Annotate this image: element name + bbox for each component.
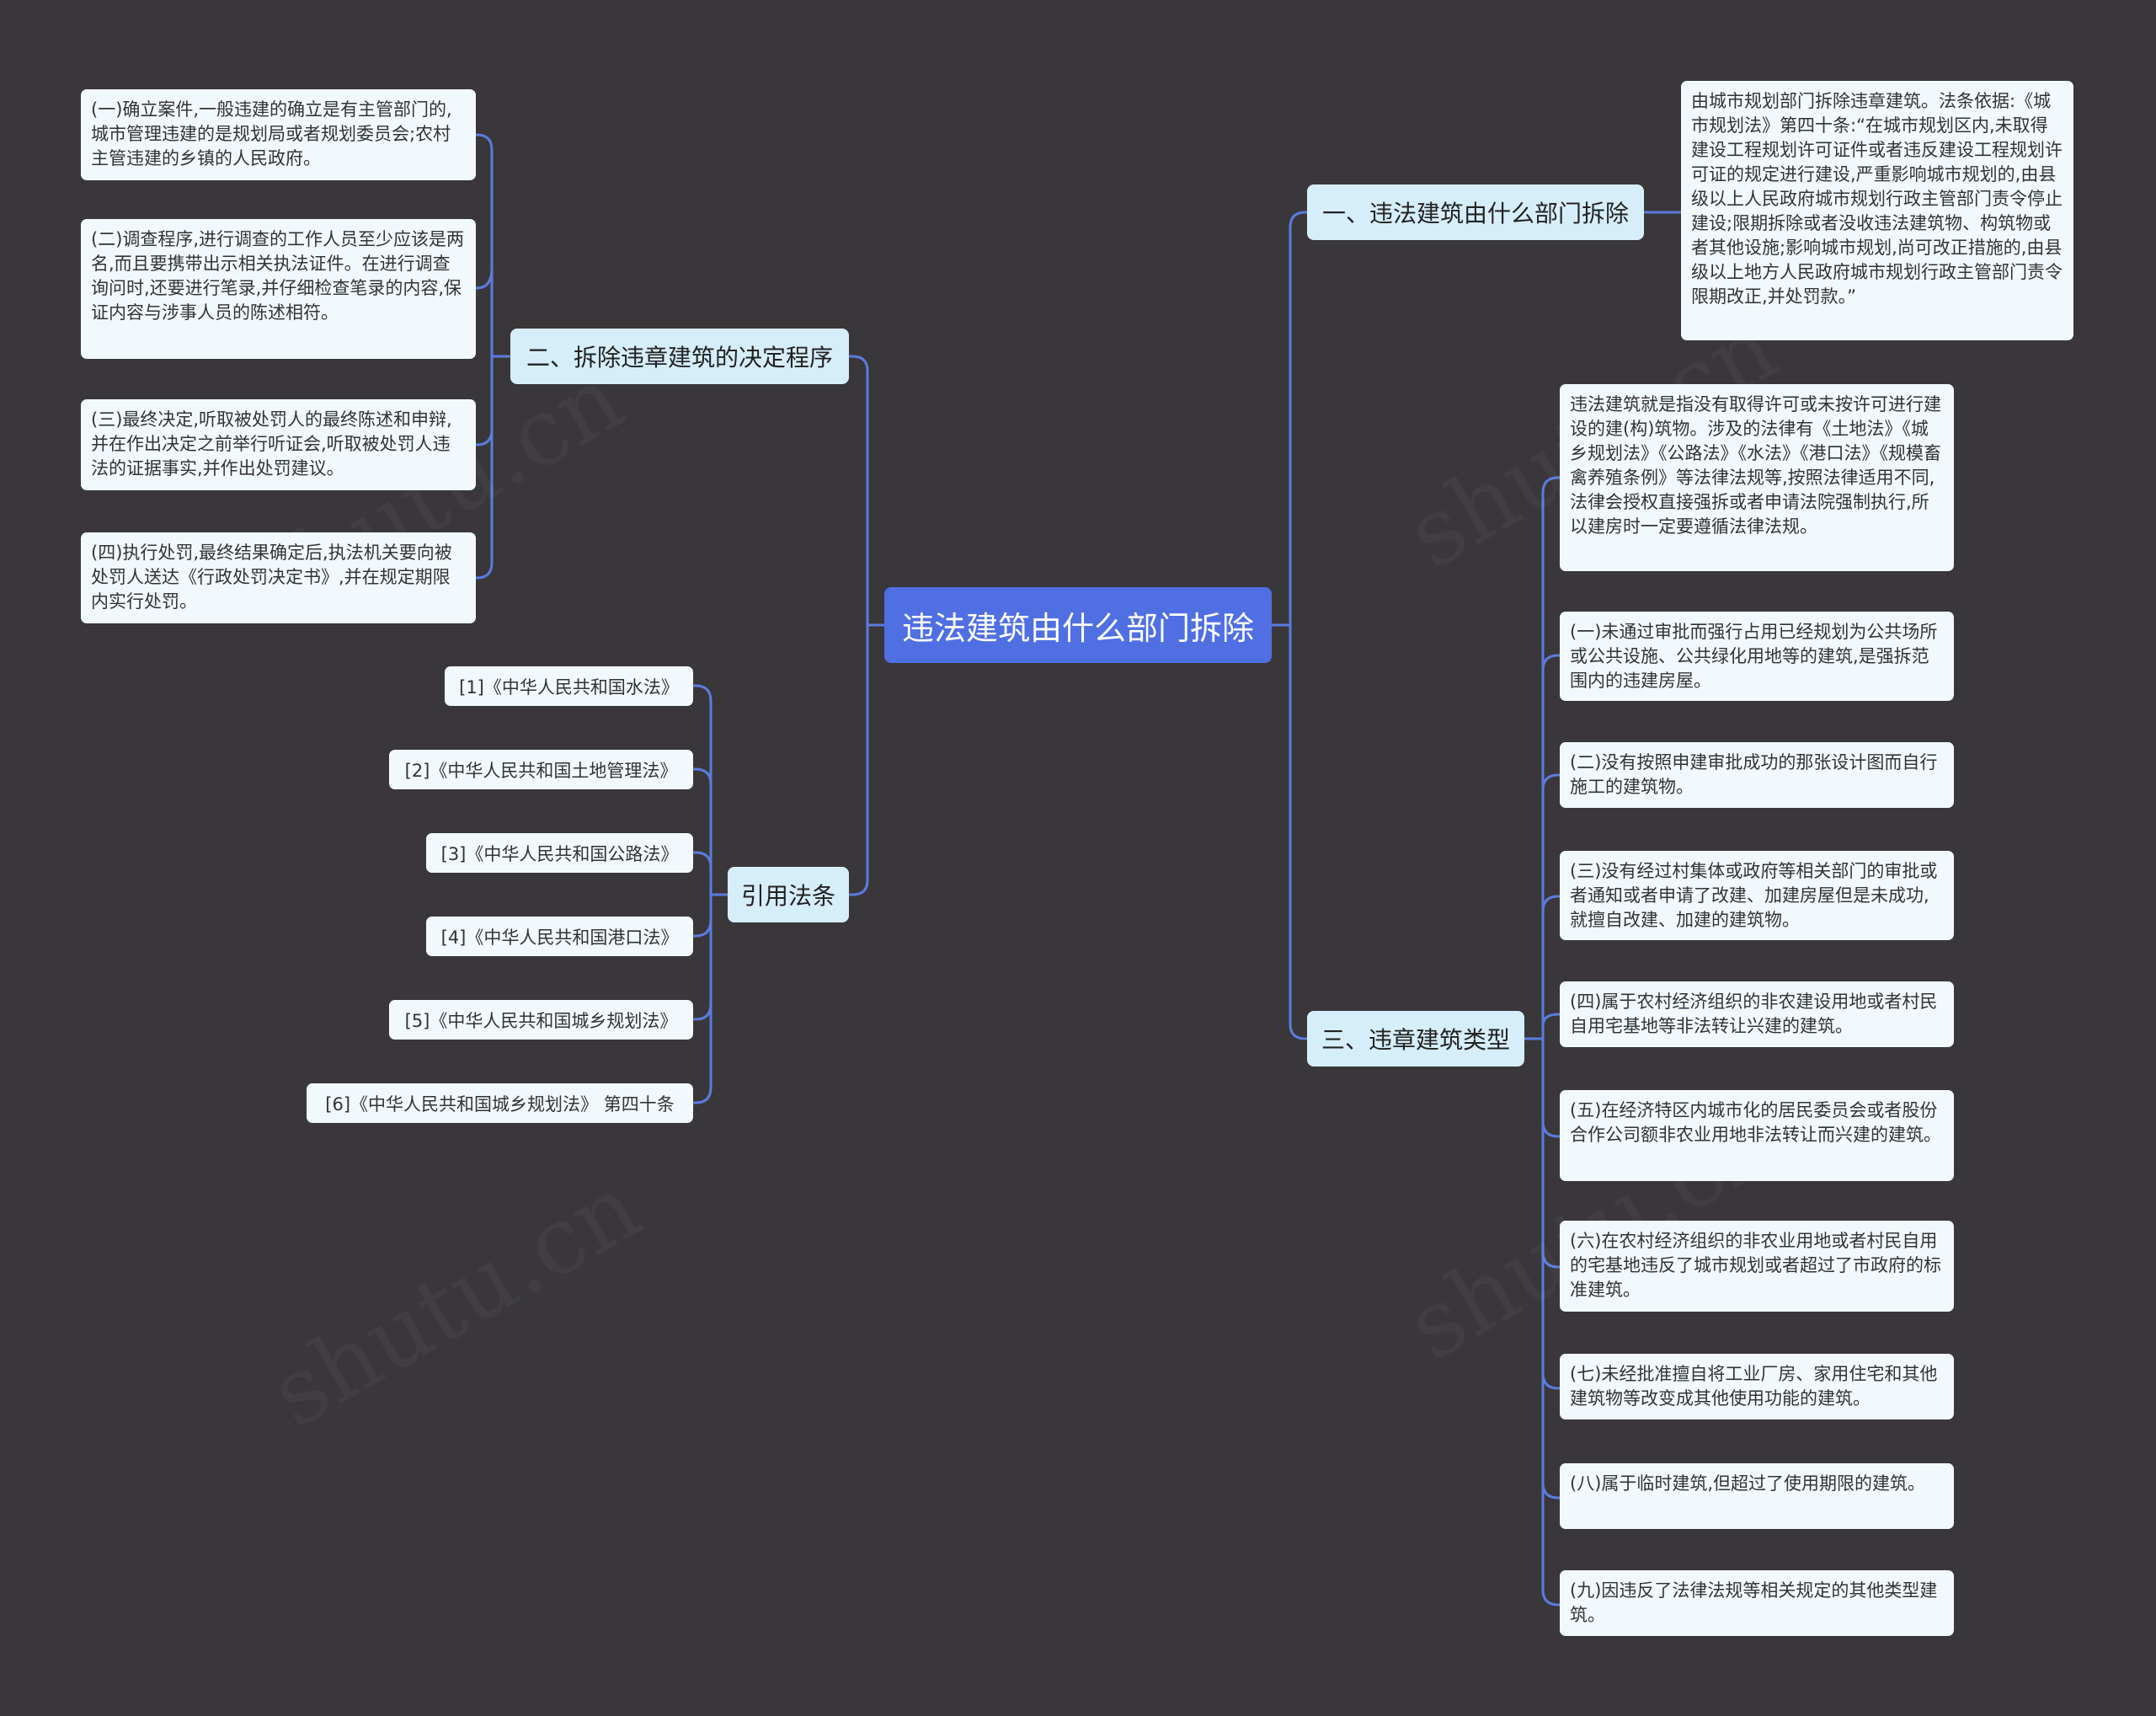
type-3[interactable]: (三)没有经过村集体或政府等相关部门的审批或者通知或者申请了改建、加建房屋但是未… [1560, 851, 1954, 940]
law-basis-note[interactable]: 由城市规划部门拆除违章建筑。法条依据:《城市规划法》第四十条:“在城市规划区内,… [1681, 81, 2073, 340]
type-1[interactable]: (一)未通过审批而强行占用已经规划为公共场所或公共设施、公共绿化用地等的建筑,是… [1560, 612, 1954, 701]
procedure-step-2[interactable]: (二)调查程序,进行调查的工作人员至少应该是两名,而且要携带出示相关执法证件。在… [81, 219, 476, 359]
root-topic[interactable]: 违法建筑由什么部门拆除 [884, 587, 1272, 663]
type-7[interactable]: (七)未经批准擅自将工业厂房、家用住宅和其他建筑物等改变成其他使用功能的建筑。 [1560, 1354, 1954, 1419]
branch-who-demolishes[interactable]: 一、违法建筑由什么部门拆除 [1307, 184, 1644, 240]
law-ref-4[interactable]: [4]《中华人民共和国港口法》 [426, 917, 693, 956]
law-ref-5[interactable]: [5]《中华人民共和国城乡规划法》 [389, 1000, 693, 1040]
law-ref-6[interactable]: [6]《中华人民共和国城乡规划法》 第四十条 [307, 1083, 693, 1123]
type-4[interactable]: (四)属于农村经济组织的非农建设用地或者村民自用宅基地等非法转让兴建的建筑。 [1560, 981, 1954, 1047]
type-definition[interactable]: 违法建筑就是指没有取得许可或未按许可进行建设的建(构)筑物。涉及的法律有《土地法… [1560, 384, 1954, 571]
branch-cited-laws[interactable]: 引用法条 [728, 867, 849, 922]
procedure-step-4[interactable]: (四)执行处罚,最终结果确定后,执法机关要向被处罚人送达《行政处罚决定书》,并在… [81, 532, 476, 623]
type-5[interactable]: (五)在经济特区内城市化的居民委员会或者股份合作公司额非农业用地非法转让而兴建的… [1560, 1090, 1954, 1181]
law-ref-1[interactable]: [1]《中华人民共和国水法》 [445, 666, 693, 706]
type-8[interactable]: (八)属于临时建筑,但超过了使用期限的建筑。 [1560, 1463, 1954, 1529]
procedure-step-1[interactable]: (一)确立案件,一般违建的确立是有主管部门的,城市管理违建的是规划局或者规划委员… [81, 89, 476, 180]
branch-building-types[interactable]: 三、违章建筑类型 [1307, 1011, 1524, 1066]
branch-decision-procedure[interactable]: 二、拆除违章建筑的决定程序 [510, 329, 849, 384]
type-6[interactable]: (六)在农村经济组织的非农业用地或者村民自用的宅基地违反了城市规划或者超过了市政… [1560, 1221, 1954, 1312]
type-2[interactable]: (二)没有按照申建审批成功的那张设计图而自行施工的建筑物。 [1560, 742, 1954, 808]
law-ref-2[interactable]: [2]《中华人民共和国土地管理法》 [389, 750, 693, 789]
procedure-step-3[interactable]: (三)最终决定,听取被处罚人的最终陈述和申辩,并在作出决定之前举行听证会,听取被… [81, 399, 476, 490]
type-9[interactable]: (九)因违反了法律法规等相关规定的其他类型建筑。 [1560, 1570, 1954, 1636]
law-ref-3[interactable]: [3]《中华人民共和国公路法》 [426, 833, 693, 873]
